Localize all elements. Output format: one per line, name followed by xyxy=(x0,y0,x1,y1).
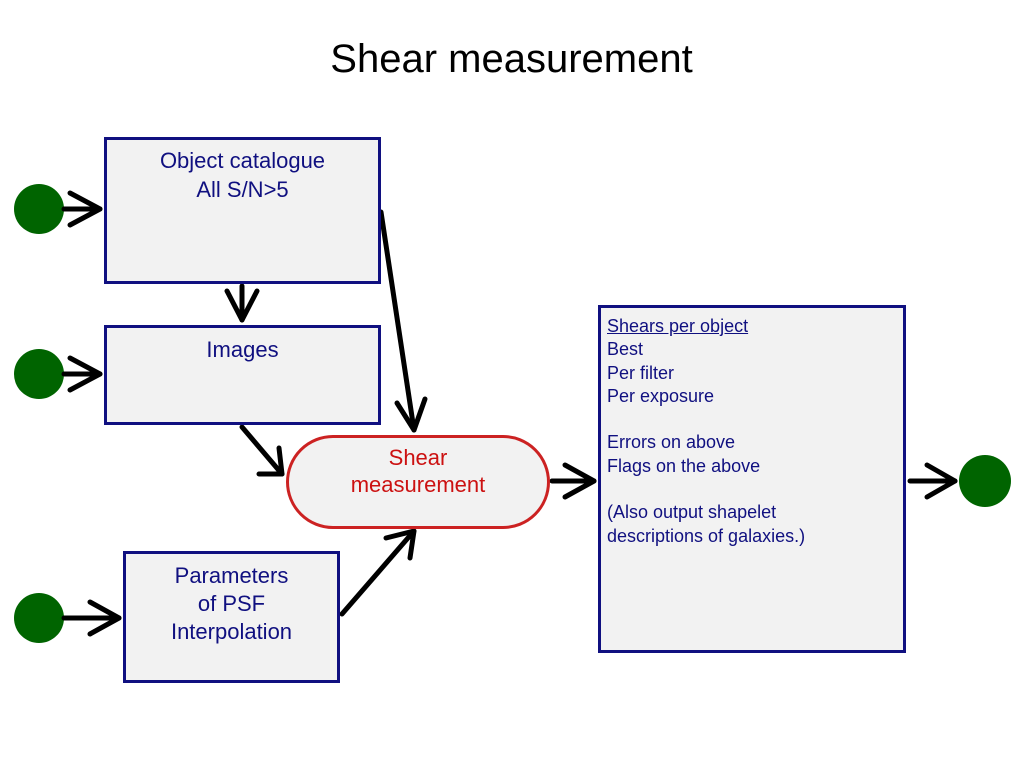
images-box: Images xyxy=(104,325,381,425)
arrow-shear-to-output xyxy=(549,462,597,500)
arrow-catalogue-to-shear xyxy=(378,209,428,433)
output-item: Per exposure xyxy=(607,385,715,406)
output-heading: Shears per object xyxy=(607,316,749,336)
psf-label-line3: Interpolation xyxy=(170,619,293,644)
input-terminal-psf xyxy=(14,593,64,643)
arrow-terminal-to-psf xyxy=(61,599,122,637)
output-item: Flags on the above xyxy=(607,455,761,476)
arrow-images-to-shear xyxy=(239,424,285,477)
psf-label-line1: Parameters xyxy=(174,563,289,588)
input-terminal-images xyxy=(14,349,64,399)
object-catalogue-box: Object catalogue All S/N>5 xyxy=(104,137,381,284)
shear-label-line1: Shear xyxy=(388,445,448,470)
output-note: descriptions of galaxies.) xyxy=(607,525,806,546)
output-spacer xyxy=(607,408,903,431)
arrow-terminal-to-images xyxy=(61,355,103,393)
input-terminal-catalogue xyxy=(14,184,64,234)
output-item: Per filter xyxy=(607,362,675,383)
output-item: Errors on above xyxy=(607,432,736,453)
shears-output-box: Shears per object Best Per filter Per ex… xyxy=(598,305,906,653)
arrow-psf-to-shear xyxy=(339,528,417,617)
arrow-output-to-terminal xyxy=(907,462,958,500)
diagram-title: Shear measurement xyxy=(330,37,693,81)
output-note: (Also output shapelet xyxy=(607,502,777,523)
output-item: Best xyxy=(607,339,644,360)
arrow-catalogue-to-images xyxy=(224,283,260,323)
psf-parameters-box: Parameters of PSF Interpolation xyxy=(123,551,340,683)
output-spacer xyxy=(607,478,903,501)
arrow-terminal-to-catalogue xyxy=(61,190,103,228)
catalogue-sublabel: All S/N>5 xyxy=(196,177,289,202)
output-terminal xyxy=(959,455,1011,507)
psf-label-line2: of PSF xyxy=(197,591,266,616)
shear-label-line2: measurement xyxy=(350,472,486,497)
shear-measurement-process: Shear measurement xyxy=(286,435,550,529)
images-label: Images xyxy=(206,337,279,362)
catalogue-label: Object catalogue xyxy=(159,148,326,173)
